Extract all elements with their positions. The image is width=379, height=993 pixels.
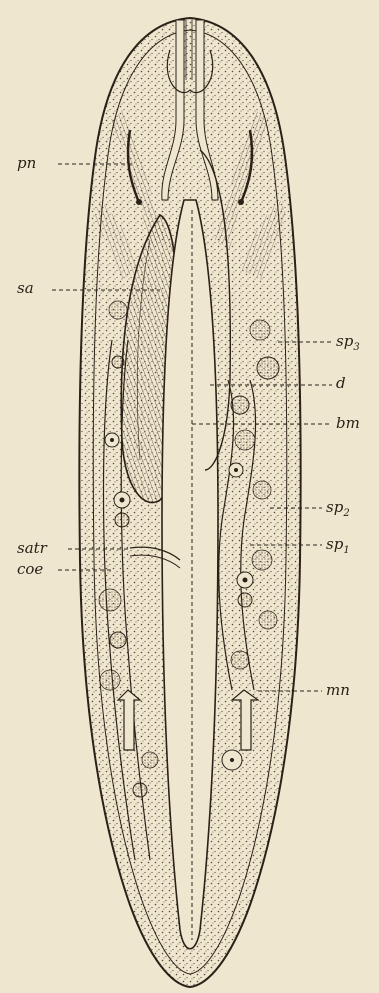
label-sa: sa bbox=[17, 281, 34, 296]
label-sp3-base: sp bbox=[336, 332, 353, 350]
label-sp1: sp1 bbox=[326, 537, 350, 556]
label-sp1-base: sp bbox=[326, 535, 343, 553]
label-sp3: sp3 bbox=[336, 334, 360, 353]
label-bm: bm bbox=[336, 416, 360, 431]
label-d: d bbox=[336, 376, 346, 391]
label-sp2-base: sp bbox=[326, 498, 343, 516]
label-sp1-sub: 1 bbox=[343, 545, 349, 556]
label-pn: pn bbox=[17, 156, 36, 171]
label-sp3-sub: 3 bbox=[353, 342, 359, 353]
label-sp2-sub: 2 bbox=[343, 508, 349, 519]
label-coe: coe bbox=[17, 562, 43, 577]
label-satr: satr bbox=[17, 541, 47, 556]
label-sp2: sp2 bbox=[326, 500, 350, 519]
label-mn: mn bbox=[326, 683, 350, 698]
